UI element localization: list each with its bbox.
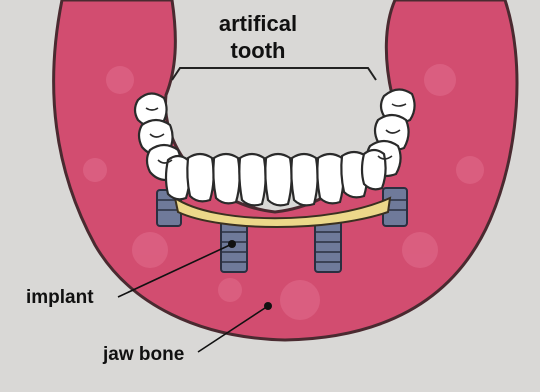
artificial-tooth-label-line1: artifical xyxy=(219,13,297,35)
artificial-tooth-label-line2: tooth xyxy=(231,40,286,62)
implant-label: implant xyxy=(26,288,94,307)
jaw-bone-label: jaw bone xyxy=(103,345,184,364)
artificial-tooth-bracket xyxy=(172,68,376,80)
implant-leader-dot xyxy=(228,240,236,248)
implant-post-right-inner xyxy=(315,220,341,272)
jaw-bone-leader-dot xyxy=(264,302,272,310)
